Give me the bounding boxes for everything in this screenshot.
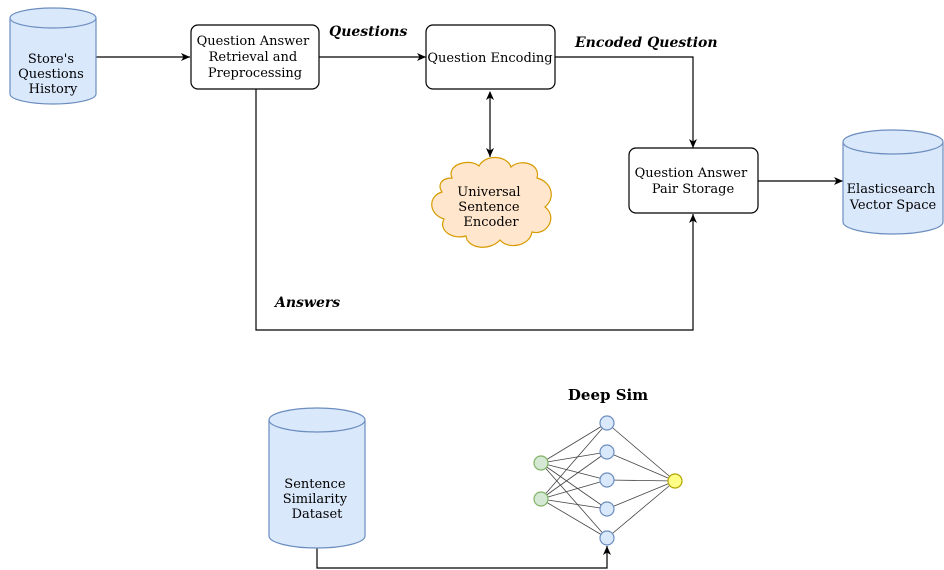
edge-label-encoded-question: Encoded Question xyxy=(574,35,718,51)
nn-connection xyxy=(540,462,608,539)
nn-hidden-neuron xyxy=(599,444,615,460)
nn-connection xyxy=(606,422,676,482)
svg-text:Store's Questions: Store's Questions History xyxy=(18,52,88,97)
nn-connection xyxy=(540,422,608,500)
nn-connection xyxy=(540,479,608,500)
cloud-universal-sentence-encoder: Universal Sentence Encoder xyxy=(431,156,552,248)
database-sentence-similarity: Sentence Similarity Dataset xyxy=(268,407,366,549)
encoding-label: Question Encoding xyxy=(427,51,552,66)
similarity-line-3: Dataset xyxy=(292,507,344,522)
history-db-line-1: Store's xyxy=(28,52,74,67)
svg-text:Question Answer Retrieva: Question Answer Retrieval and Preprocess… xyxy=(197,34,314,81)
use-line-1: Universal xyxy=(457,185,520,200)
similarity-line-1: Sentence xyxy=(284,477,346,492)
nn-connection xyxy=(606,480,676,510)
storage-line-2: Pair Storage xyxy=(652,182,735,197)
nn-connection xyxy=(540,498,608,539)
similarity-line-2: Similarity xyxy=(283,492,348,507)
nn-input-neuron xyxy=(533,491,549,507)
process-question-encoding: Question Encoding xyxy=(425,24,556,90)
svg-text:Sentence Similarity: Sentence Similarity Dataset xyxy=(283,477,352,522)
es-line-1: Elasticsearch xyxy=(847,182,936,197)
edge-answers xyxy=(255,89,697,331)
edge-label-questions: Questions xyxy=(329,24,407,40)
nn-hidden-neuron xyxy=(599,415,615,431)
nn-connection xyxy=(540,462,608,510)
nn-input-neuron xyxy=(533,455,549,471)
es-line-2: Vector Space xyxy=(849,198,937,213)
nn-hidden-neuron xyxy=(599,530,615,546)
retrieval-line-2: Retrieval and xyxy=(209,50,298,65)
edge-encoding-to-storage xyxy=(555,56,697,148)
nn-hidden-neuron xyxy=(599,472,615,488)
retrieval-line-3: Preprocessing xyxy=(208,66,302,81)
edge-dataset-to-deepsim xyxy=(316,546,611,569)
use-line-2: Sentence xyxy=(458,200,520,215)
process-retrieval-preprocessing: Question Answer Retrieval and Preprocess… xyxy=(190,24,320,90)
use-line-3: Encoder xyxy=(463,215,519,230)
nn-connection xyxy=(540,462,608,481)
nn-connection xyxy=(606,479,676,482)
svg-text:Universal Sentence: Universal Sentence Encoder xyxy=(457,185,524,230)
nn-connection xyxy=(606,451,676,482)
nn-connection xyxy=(540,451,608,500)
nn-connection xyxy=(540,422,608,464)
history-db-line-3: History xyxy=(29,82,78,97)
process-pair-storage: Question Answer Pair Storage xyxy=(628,147,759,214)
history-db-line-2: Questions xyxy=(18,67,84,82)
deep-sim-network xyxy=(533,415,683,546)
svg-text:Elasticsearch Vector Spa: Elasticsearch Vector Space xyxy=(847,182,940,213)
nn-hidden-neuron xyxy=(599,501,615,517)
nn-connection xyxy=(540,451,608,464)
nn-connection xyxy=(540,498,608,510)
nn-output-neuron xyxy=(667,473,683,489)
storage-line-1: Question Answer xyxy=(635,166,748,181)
edges xyxy=(96,53,843,569)
edge-label-answers: Answers xyxy=(273,295,340,311)
deep-sim-title: Deep Sim xyxy=(568,386,648,404)
database-store-questions-history: Store's Questions History xyxy=(9,7,97,105)
retrieval-line-1: Question Answer xyxy=(197,34,310,49)
nn-connection xyxy=(606,480,676,539)
database-elasticsearch: Elasticsearch Vector Space xyxy=(842,129,944,235)
svg-text:Question Answer Pair Sto: Question Answer Pair Storage xyxy=(635,166,752,197)
